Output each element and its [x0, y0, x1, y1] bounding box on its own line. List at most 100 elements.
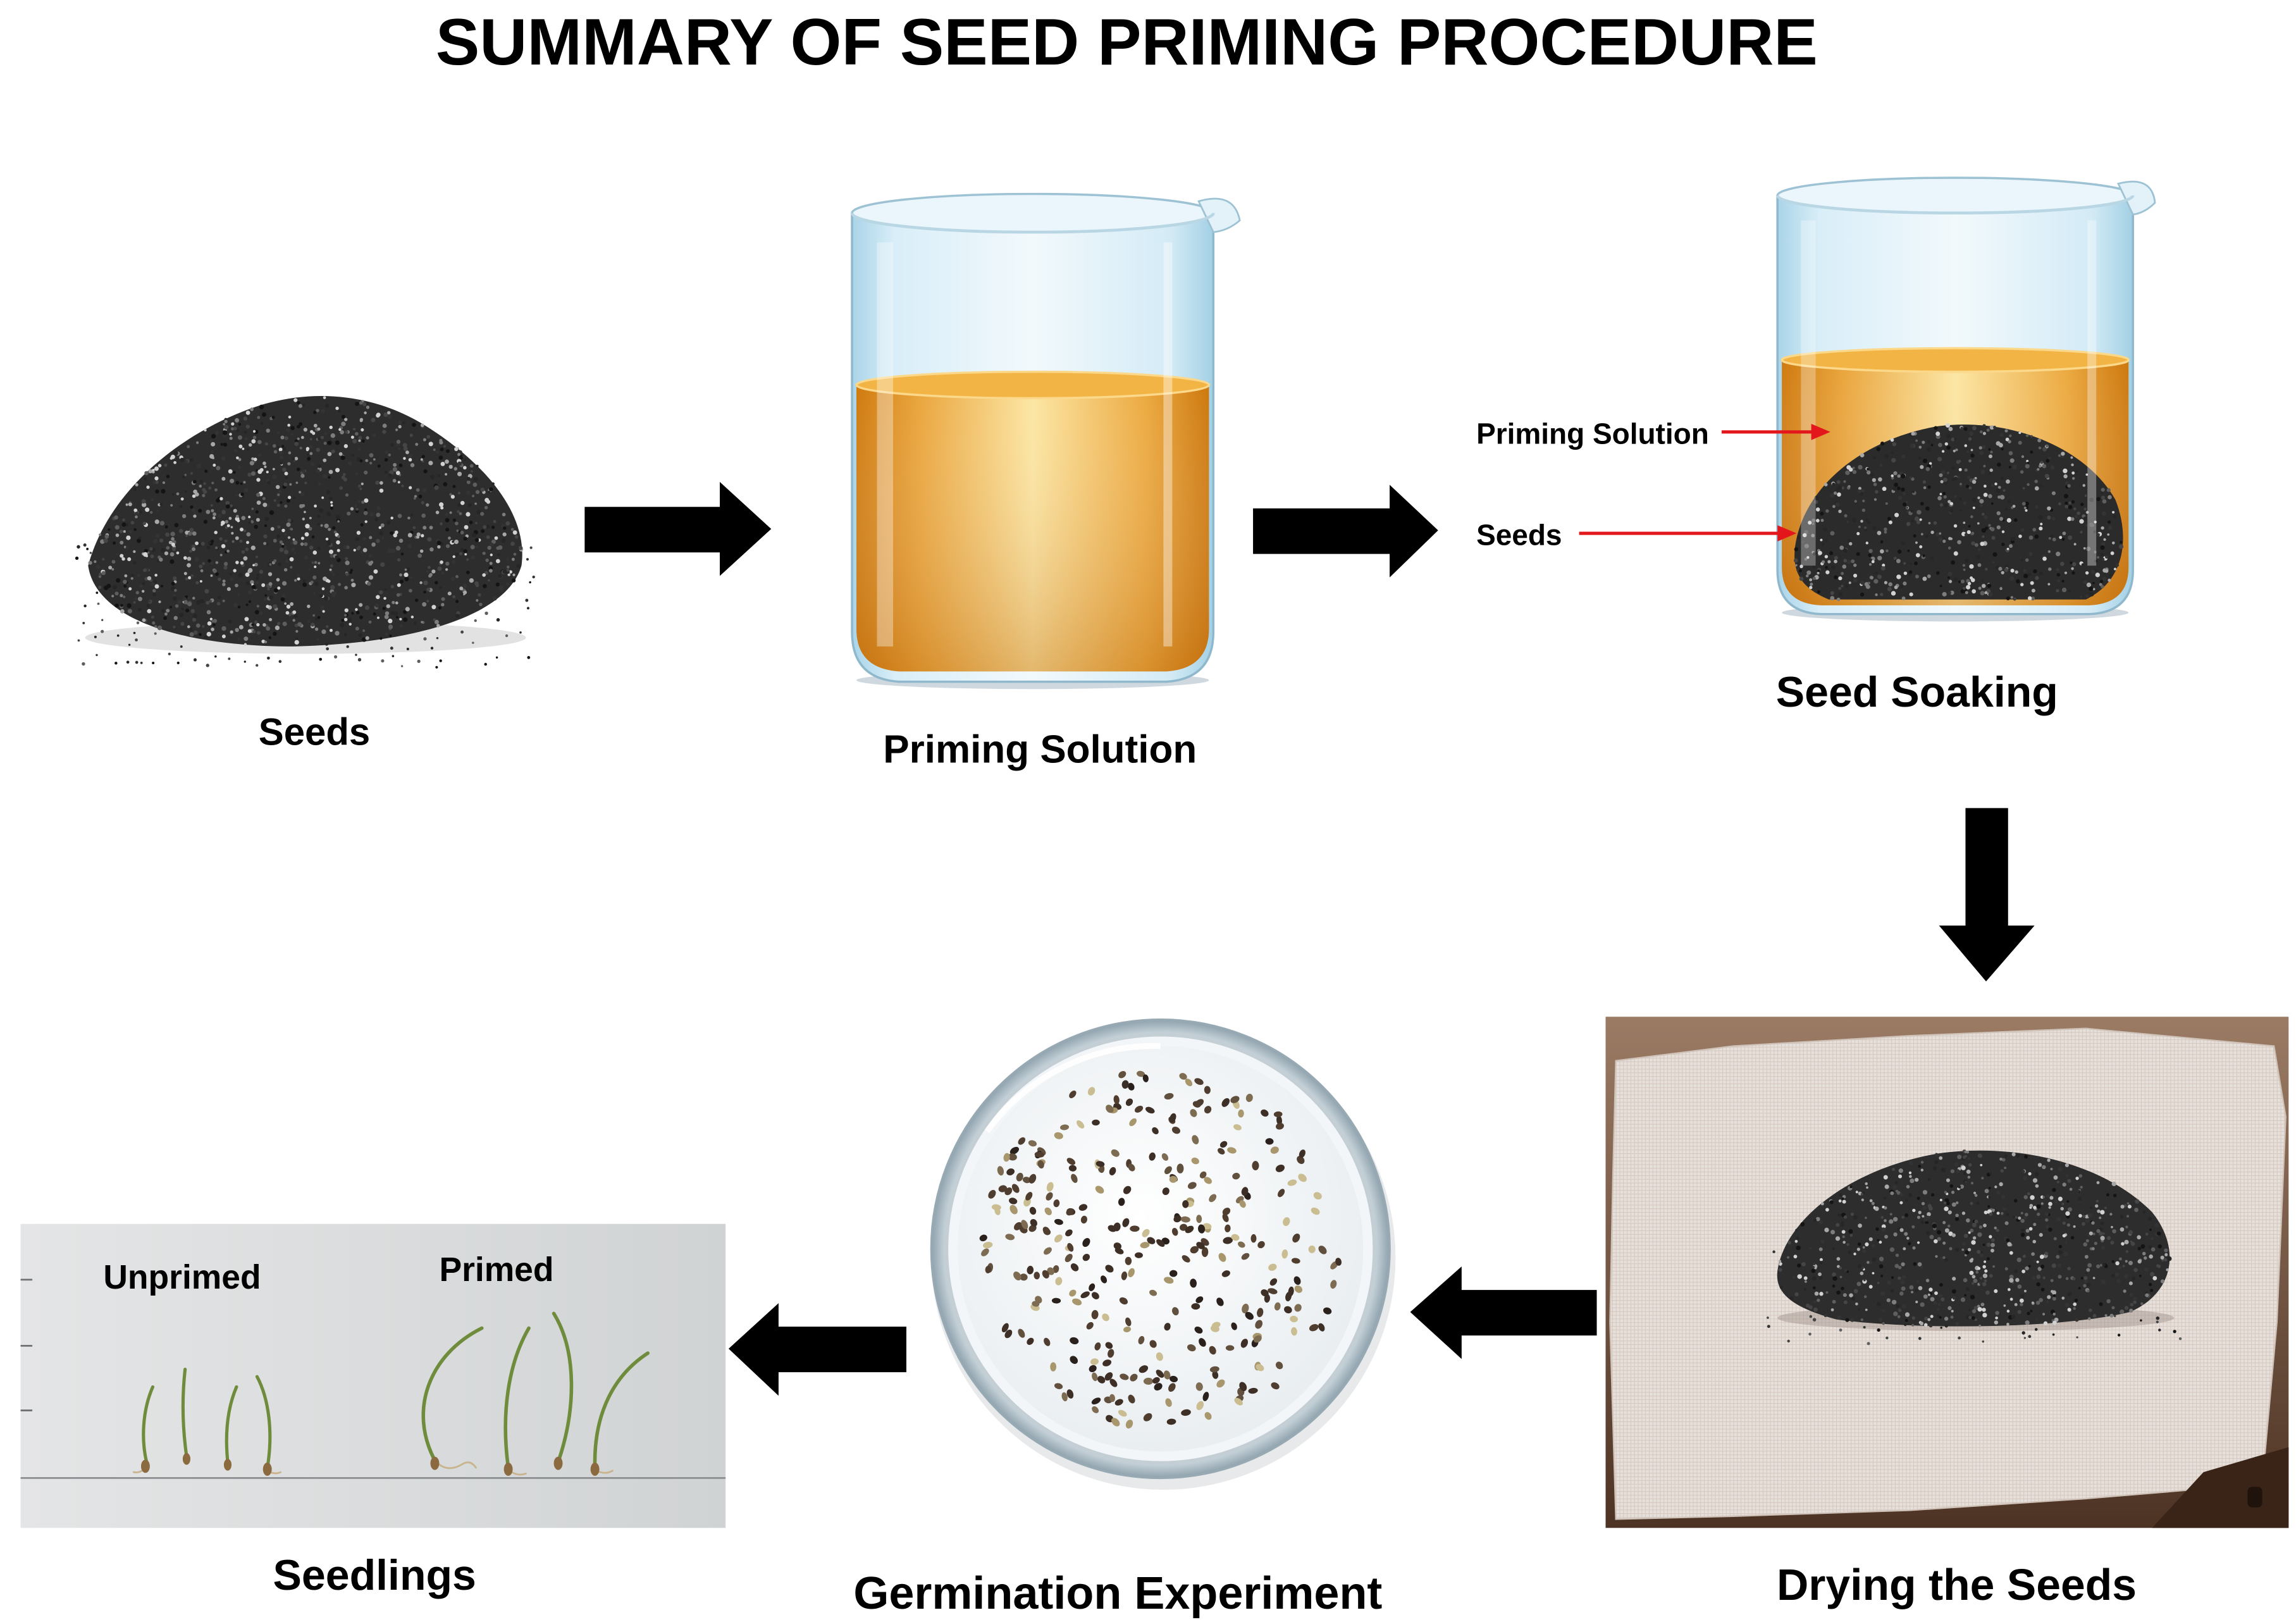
- seed-grain: [2023, 506, 2027, 509]
- petri-seed: [1291, 1327, 1297, 1336]
- seed-grain: [236, 456, 239, 460]
- seed-grain: [1918, 1165, 1922, 1168]
- seed-grain: [1829, 1200, 1834, 1204]
- seed-grain: [170, 559, 175, 564]
- seed-grain: [415, 442, 419, 446]
- seed-grain: [1841, 1221, 1844, 1225]
- seed-grain: [2101, 1279, 2106, 1285]
- seed-grain: [312, 550, 318, 555]
- seed-grain: [1894, 585, 1898, 590]
- seed-grain: [260, 421, 264, 425]
- seed-grain: [2034, 1328, 2038, 1331]
- seed-grain: [2061, 1203, 2065, 1206]
- seed-grain: [152, 468, 155, 472]
- seed-grain: [1973, 1278, 1978, 1284]
- seed-grain: [235, 481, 240, 485]
- seed-grain: [1891, 457, 1896, 463]
- petri-seed: [1102, 1359, 1112, 1366]
- seed-grain: [156, 509, 159, 512]
- seed-grain: [2100, 545, 2105, 550]
- seed-grain: [273, 450, 278, 454]
- seed-grain: [2068, 590, 2071, 593]
- seed-grain: [287, 518, 292, 523]
- seed-grain: [174, 588, 177, 592]
- seed-grain: [1897, 549, 1902, 554]
- petri-seed: [1028, 1173, 1037, 1184]
- seed-grain: [2073, 507, 2077, 511]
- seed-grain: [292, 610, 297, 614]
- seed-grain: [272, 467, 275, 471]
- seed-grain: [2083, 547, 2086, 550]
- seed-grain: [133, 488, 137, 491]
- seed-grain: [1951, 437, 1955, 442]
- seed-grain: [179, 505, 183, 509]
- seed-grain: [2056, 589, 2059, 593]
- seed-grain: [2137, 1247, 2141, 1251]
- seed-grain: [1984, 1210, 1988, 1215]
- seed-grain: [147, 600, 151, 603]
- seed-grain: [248, 567, 253, 573]
- seed-grain: [1818, 1247, 1823, 1251]
- petri-seed: [1054, 1132, 1063, 1139]
- seed-grain: [1912, 1246, 1916, 1250]
- seed-grain: [323, 596, 328, 601]
- seed-grain: [379, 488, 384, 493]
- seed-grain: [289, 483, 292, 486]
- seed-grain: [2078, 1196, 2082, 1201]
- petri-seed: [1294, 1304, 1302, 1312]
- seed-grain: [1999, 1157, 2003, 1161]
- seed-grain: [214, 430, 219, 435]
- seed-grain: [1832, 483, 1836, 486]
- seed-grain: [285, 610, 290, 615]
- seed-grain: [352, 438, 357, 444]
- beaker-priming-solution: [850, 192, 1241, 690]
- seed-grain: [2087, 1317, 2091, 1321]
- seed-grain: [326, 490, 331, 495]
- seed-grain: [1982, 512, 1985, 516]
- seed-grain: [429, 547, 434, 552]
- seed-grain: [1824, 555, 1829, 559]
- seed-grain: [2023, 1215, 2027, 1220]
- seed-grain: [532, 575, 535, 579]
- petri-seed: [1291, 1258, 1300, 1264]
- seed-grain: [1992, 1265, 1996, 1268]
- seed-grain: [498, 545, 503, 550]
- seed-grain: [262, 497, 266, 500]
- seed-grain: [2031, 588, 2035, 593]
- seed-grain: [2122, 1265, 2125, 1268]
- petri-seed: [1054, 1383, 1063, 1389]
- seed-grain: [222, 599, 225, 603]
- seed-coat: [503, 1463, 513, 1476]
- seed-grain: [307, 620, 311, 623]
- seed-grain: [1885, 502, 1888, 505]
- seed-grain: [395, 601, 398, 605]
- seed-grain: [2001, 542, 2005, 547]
- seed-grain: [1894, 1263, 1899, 1268]
- petri-seed: [1071, 1173, 1078, 1183]
- seed-grain: [2042, 447, 2047, 452]
- petri-seed: [1276, 1115, 1283, 1125]
- seed-grain: [455, 600, 459, 604]
- seed-grain: [2148, 1216, 2152, 1221]
- seed-grain: [488, 490, 491, 493]
- seed-grain: [1880, 1275, 1884, 1277]
- seed-grain: [475, 521, 478, 524]
- seed-grain: [2044, 474, 2049, 479]
- seed-grain: [2022, 486, 2025, 490]
- seed-grain: [318, 464, 321, 468]
- seed-grain: [2028, 552, 2033, 556]
- seed-grain: [2084, 1254, 2089, 1259]
- seed-grain: [376, 506, 381, 511]
- seed-grain: [277, 525, 281, 529]
- seed-grain: [150, 554, 154, 559]
- seed-grain: [388, 619, 393, 624]
- seed-grain: [1916, 510, 1922, 515]
- seed-grain: [193, 514, 197, 518]
- seed-grain: [1891, 1299, 1897, 1305]
- seed-grain: [445, 449, 450, 454]
- seed-grain: [170, 552, 175, 557]
- seed-grain: [2071, 471, 2075, 475]
- seed-grain: [1813, 1218, 1817, 1222]
- seed-grain: [1919, 518, 1922, 521]
- seed-grain: [337, 520, 340, 523]
